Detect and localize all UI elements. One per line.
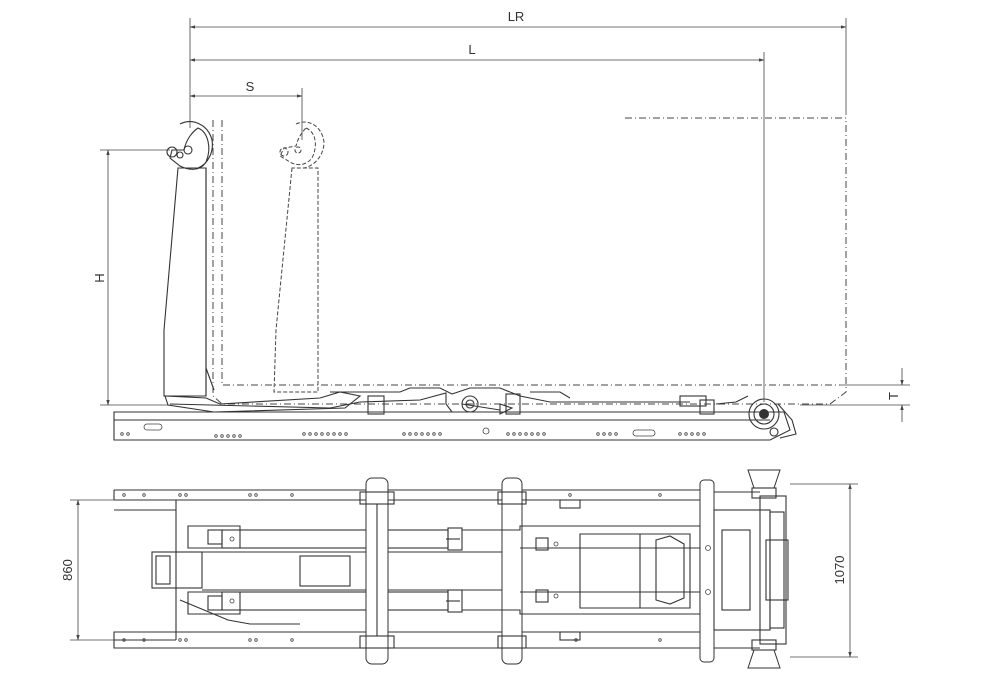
top-chassis-rails — [113, 489, 711, 649]
dimension-label-t: T — [886, 392, 901, 400]
rail-holes — [120, 432, 706, 438]
top-rail-holes — [122, 493, 662, 642]
cross-member-2 — [497, 477, 527, 665]
dimension-1070: 1070 — [790, 483, 858, 658]
cross-member-1 — [359, 477, 395, 665]
dimension-label-860: 860 — [60, 559, 75, 581]
hook-arm-retracted — [163, 121, 215, 397]
top-central-frame — [462, 499, 701, 641]
top-view: 860 1070 — [60, 469, 858, 669]
side-view: LR L S H T — [92, 9, 910, 441]
dimension-l: L — [189, 42, 765, 402]
top-hook-arm — [151, 525, 521, 625]
dimension-h: H — [92, 149, 170, 406]
dimension-label-1070: 1070 — [832, 556, 847, 585]
chassis-rail — [113, 411, 791, 441]
subframe — [164, 387, 797, 439]
dimension-t: T — [800, 368, 910, 422]
hook-arm-extended — [273, 121, 325, 393]
dimension-label-l: L — [468, 42, 475, 57]
dimension-s: S — [189, 79, 303, 140]
dimension-lr: LR — [189, 9, 847, 128]
top-rear-assembly — [699, 469, 789, 669]
dimension-label-lr: LR — [508, 9, 525, 24]
dimension-label-s: S — [246, 79, 255, 94]
hydraulic-cylinders — [221, 527, 463, 613]
dimension-860: 860 — [60, 499, 120, 641]
dimension-label-h: H — [92, 273, 107, 282]
container-outline — [212, 117, 847, 405]
